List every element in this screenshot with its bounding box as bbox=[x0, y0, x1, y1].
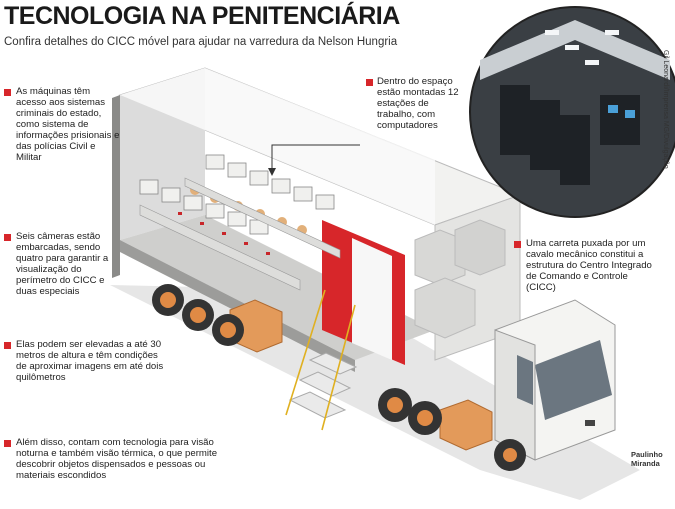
equipment-box-1 bbox=[414, 229, 466, 286]
bullet-elevation bbox=[4, 342, 11, 349]
page-subtitle: Confira detalhes do CICC móvel para ajud… bbox=[4, 36, 398, 48]
chairs bbox=[178, 212, 270, 255]
trailer-front bbox=[120, 240, 355, 372]
truck-wheels bbox=[378, 388, 526, 471]
note-vision: Além disso, contam com tecnologia para v… bbox=[16, 437, 218, 481]
bullet-stations bbox=[366, 79, 373, 86]
workstations bbox=[139, 154, 335, 235]
trailer-end bbox=[112, 95, 120, 278]
bullet-systems bbox=[4, 89, 11, 96]
page-title: TECNOLOGIA NA PENITENCIÁRIA bbox=[4, 2, 400, 30]
note-elevation: Elas podem ser elevadas a até 30 metros … bbox=[16, 339, 164, 383]
artist-credit-line1: Paulinho bbox=[631, 450, 663, 459]
desks bbox=[139, 177, 341, 291]
trailer-side-panel bbox=[120, 68, 435, 225]
note-stations: Dentro do espaço estão montadas 12 estaç… bbox=[377, 76, 463, 131]
bullet-vision bbox=[4, 440, 11, 447]
interior-photo bbox=[469, 6, 675, 218]
stations-pointer bbox=[271, 144, 360, 170]
truck-cab bbox=[494, 299, 616, 461]
note-truck: Uma carreta puxada por um cavalo mecânic… bbox=[526, 238, 652, 293]
equipment-box-2 bbox=[454, 219, 506, 276]
stairs bbox=[285, 289, 358, 431]
photo-credit: Gil Leonardi/Imprensa MG/Divulgação bbox=[662, 50, 669, 169]
equipment-box-3 bbox=[414, 277, 476, 339]
artist-credit-line2: Miranda bbox=[631, 459, 660, 468]
bullet-truck bbox=[514, 241, 521, 248]
storage-box-2 bbox=[439, 399, 493, 451]
note-cameras: Seis câmeras estão embarcadas, sendo qua… bbox=[16, 231, 109, 297]
trailer-wheels bbox=[152, 284, 244, 346]
door-opening bbox=[352, 238, 392, 360]
note-systems: As máquinas têm acesso aos sistemas crim… bbox=[16, 86, 120, 163]
bullet-cameras bbox=[4, 234, 11, 241]
